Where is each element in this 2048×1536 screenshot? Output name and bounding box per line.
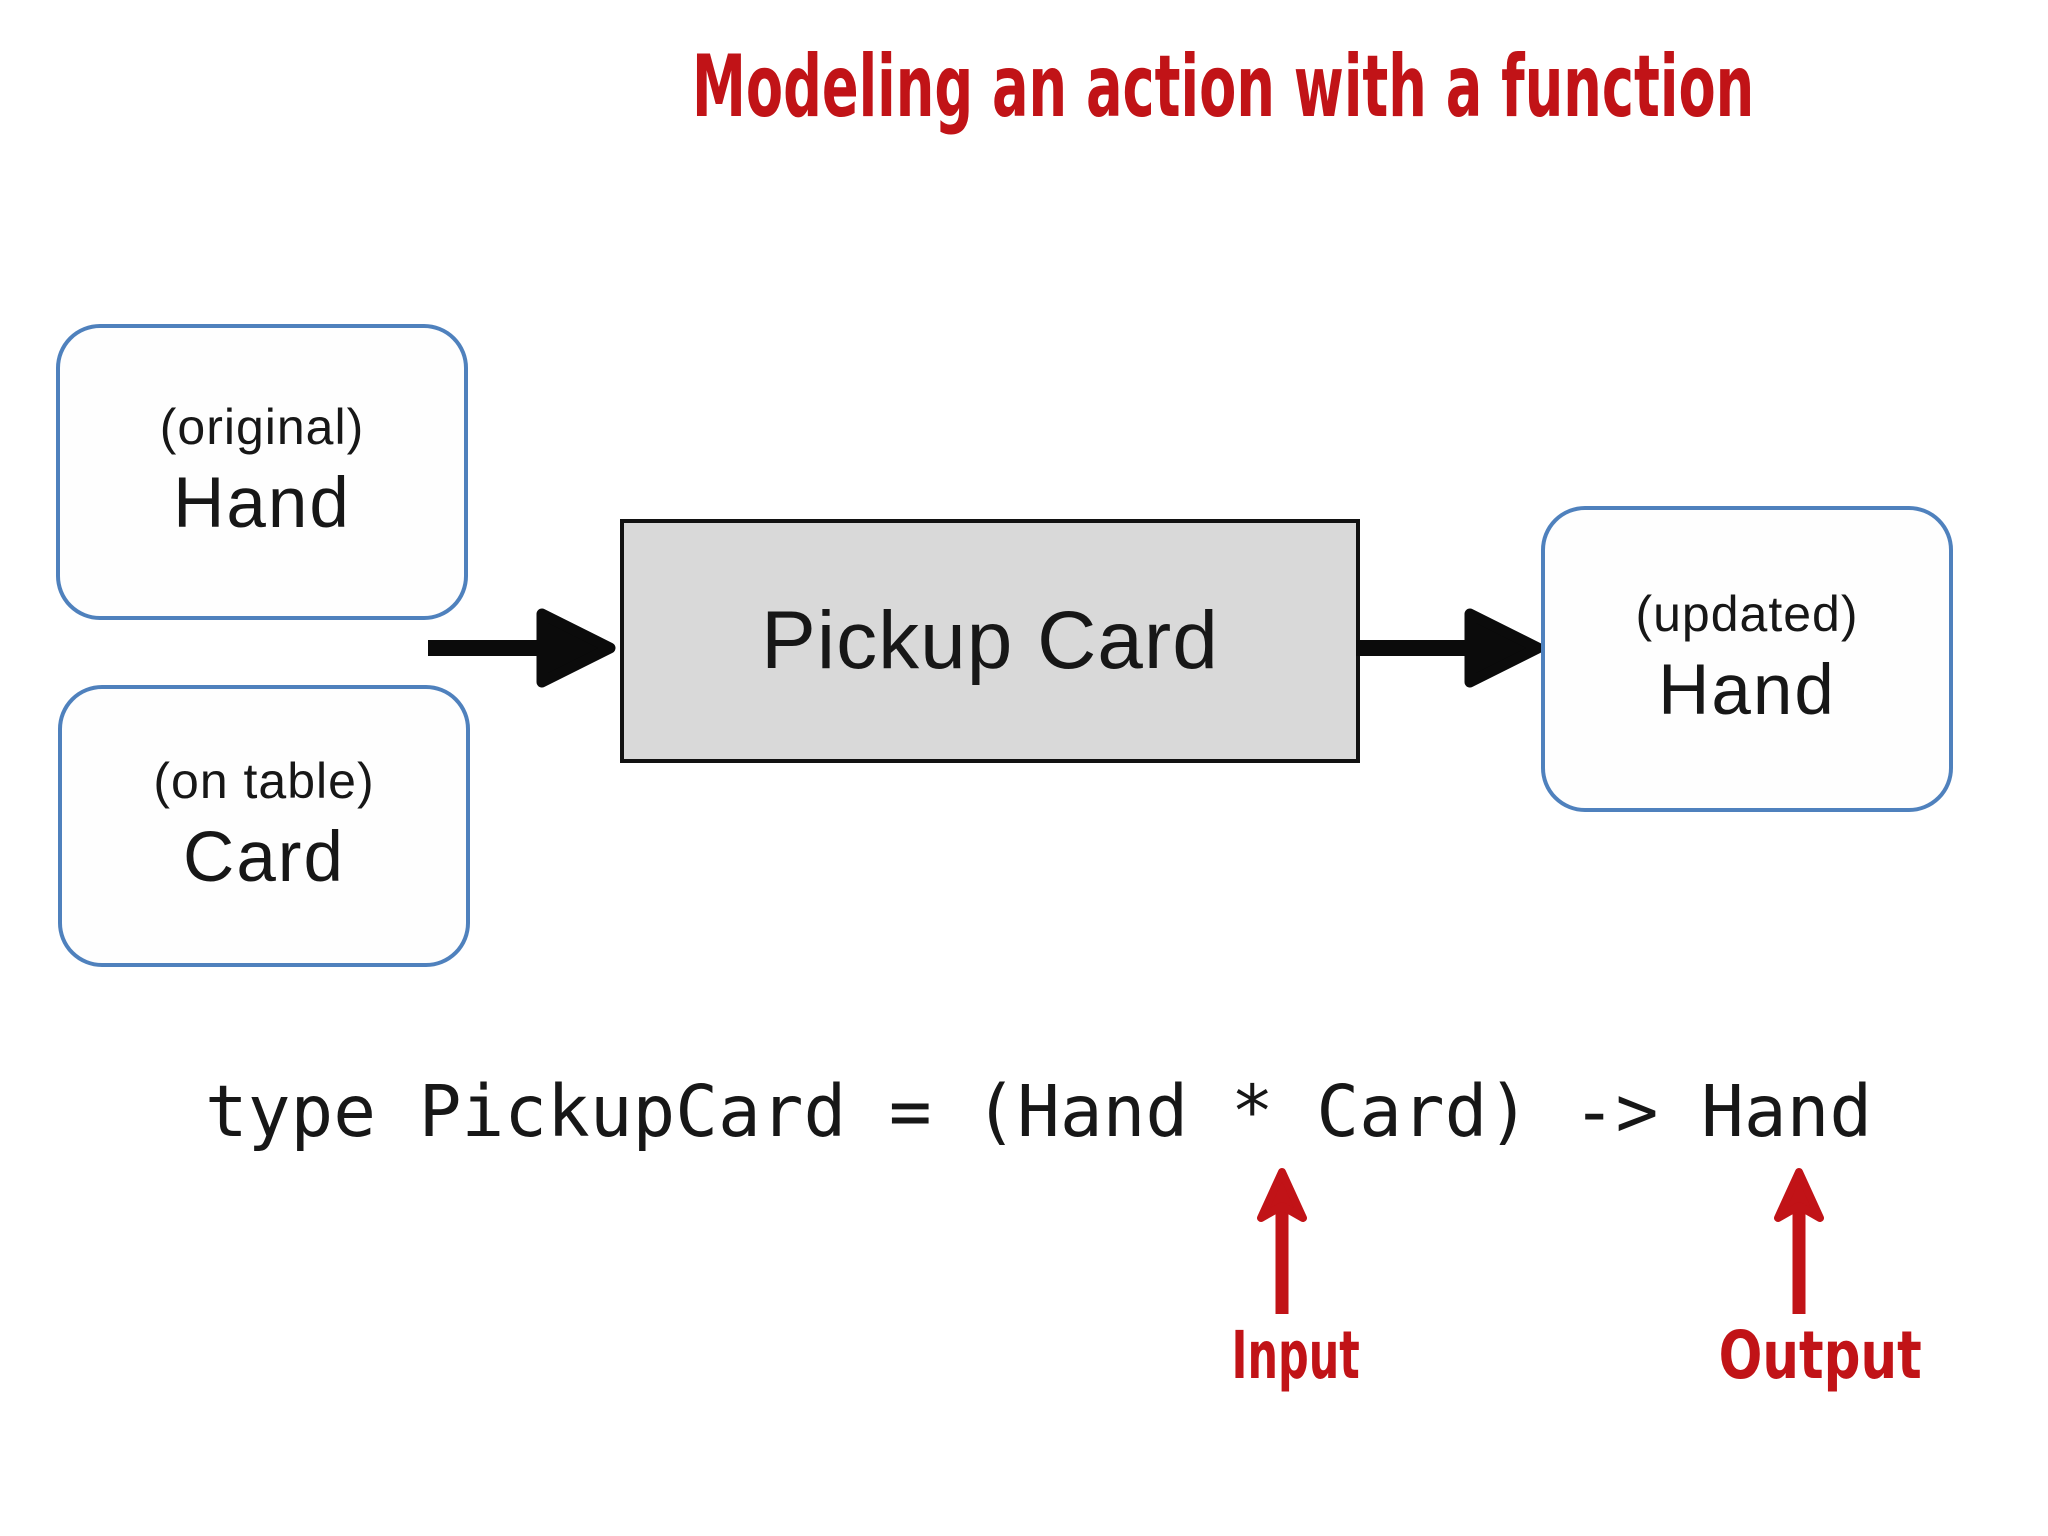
arrow-head xyxy=(1257,1168,1307,1222)
output-callout-label: Output xyxy=(1718,1317,1922,1394)
output-callout-wrap: Output xyxy=(1690,1317,1930,1394)
arrow-head xyxy=(536,608,616,688)
flow-right-arrow-icon xyxy=(1356,608,1544,688)
output-box-hand-name: Hand xyxy=(1658,651,1836,731)
input-callout-label: Input xyxy=(1231,1317,1361,1394)
input-callout-wrap: Input xyxy=(1176,1317,1416,1394)
slide-title-wrap: Modeling an action with a function xyxy=(380,38,1754,137)
slide-title: Modeling an action with a function xyxy=(691,37,1755,137)
arrow-shaft xyxy=(1356,640,1478,656)
input-box-card: (on table) Card xyxy=(58,685,470,967)
arrow-shaft xyxy=(428,640,550,656)
flow-right-arrow-icon xyxy=(428,608,616,688)
input-up-arrow-icon xyxy=(1257,1168,1307,1314)
output-box-hand: (updated) Hand xyxy=(1541,506,1953,812)
input-box-card-qualifier: (on table) xyxy=(153,753,375,810)
output-box-hand-qualifier: (updated) xyxy=(1635,586,1859,643)
arrow-head xyxy=(1774,1168,1824,1222)
input-box-card-name: Card xyxy=(183,818,345,898)
input-box-hand: (original) Hand xyxy=(56,324,468,620)
type-signature-code: type PickupCard = (Hand * Card) -> Hand xyxy=(205,1070,1873,1153)
output-up-arrow-icon xyxy=(1774,1168,1824,1314)
input-box-hand-name: Hand xyxy=(173,464,351,544)
function-box-label: Pickup Card xyxy=(761,595,1219,686)
input-box-hand-qualifier: (original) xyxy=(159,399,365,456)
arrow-head xyxy=(1464,608,1544,688)
function-box: Pickup Card xyxy=(620,519,1360,763)
